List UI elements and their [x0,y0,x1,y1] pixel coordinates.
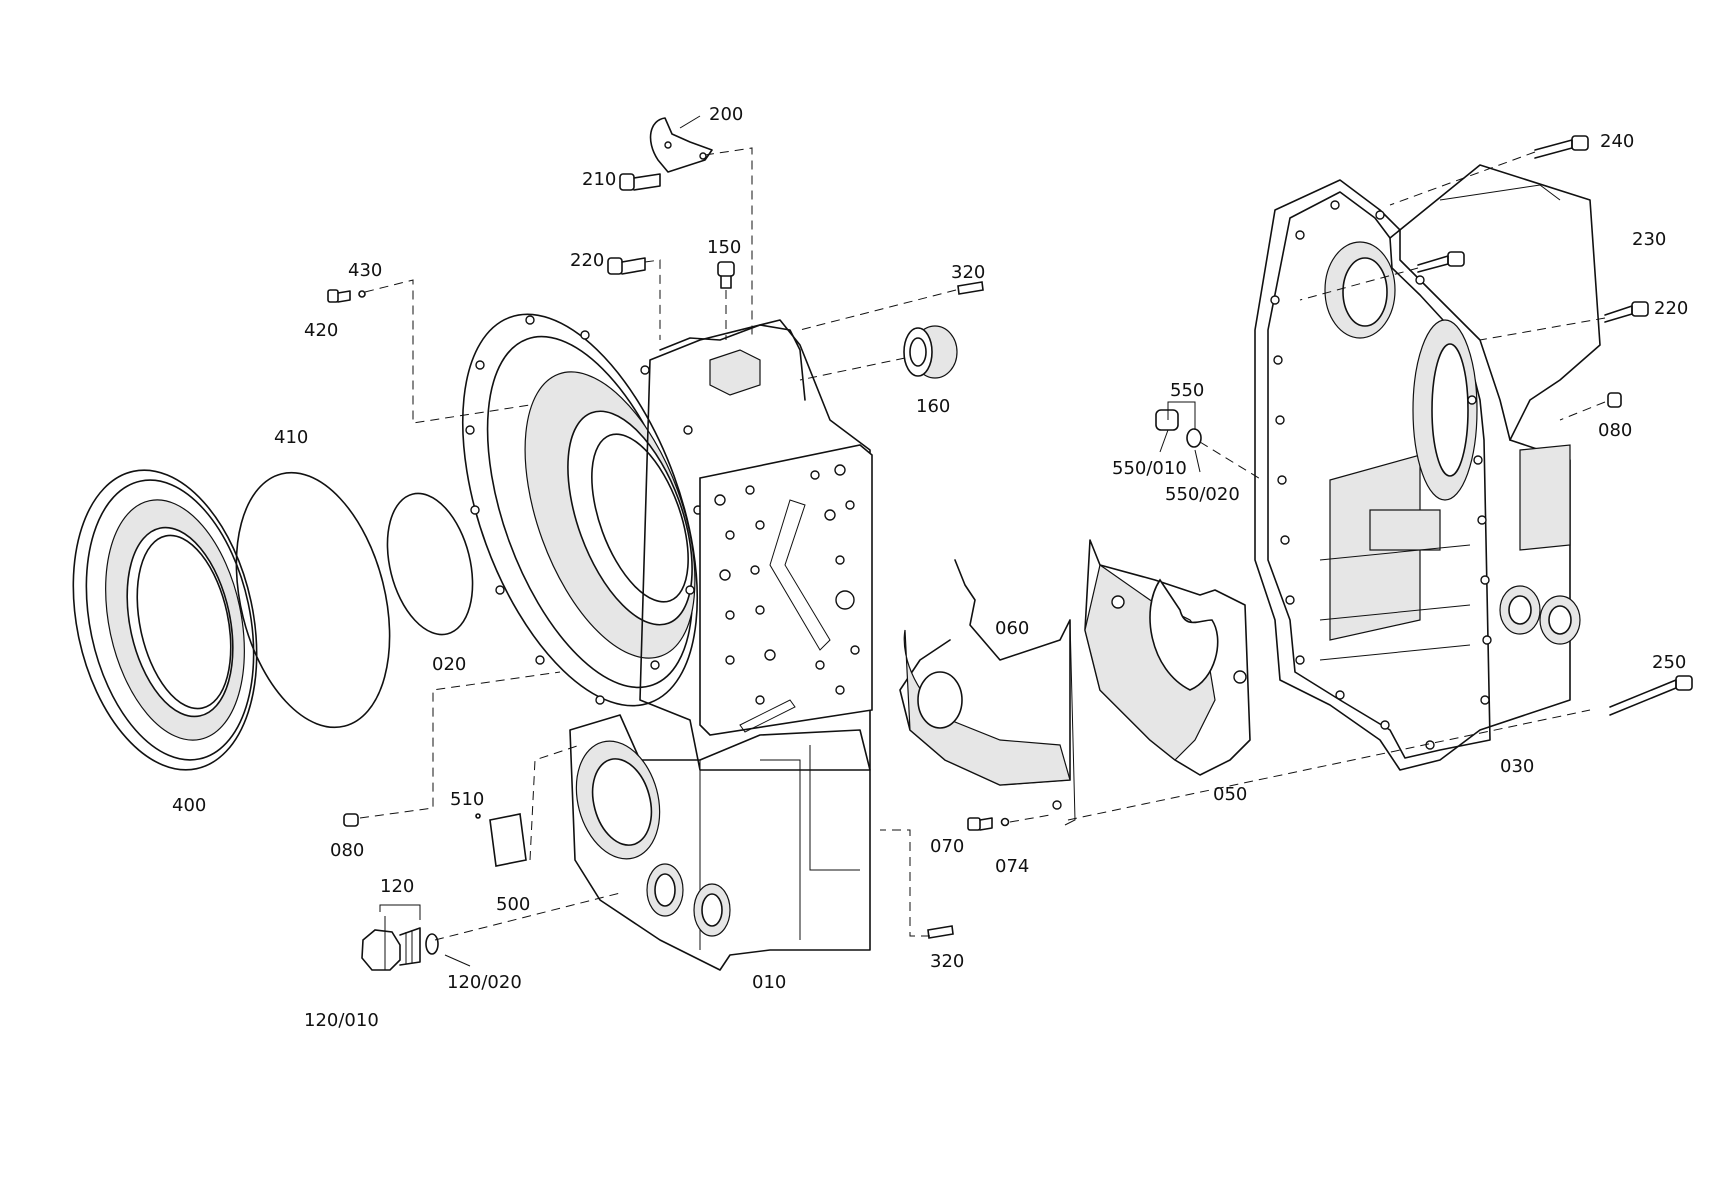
label-320-top: 320 [951,262,985,283]
part-020-o-ring [386,492,474,636]
part-080-plug-left [343,813,359,827]
label-410: 410 [274,427,308,448]
leader-lines [379,115,1201,970]
label-420: 420 [304,320,338,341]
label-074: 074 [995,856,1029,877]
part-320-pin-top [957,281,984,295]
part-160-bearing [903,325,958,379]
part-010-main-housing [461,313,873,971]
label-550-010: 550/010 [1112,458,1187,479]
part-030-rear-housing [1254,164,1601,771]
label-220-right: 220 [1654,298,1688,319]
label-400: 400 [172,795,206,816]
part-210-screw [619,173,661,191]
label-020: 020 [432,654,466,675]
part-080-plug-right [1607,392,1622,408]
part-150-plug [717,261,735,289]
label-070: 070 [930,836,964,857]
label-120: 120 [380,876,414,897]
label-550-020: 550/020 [1165,484,1240,505]
label-120-010: 120/010 [304,1010,379,1031]
label-230: 230 [1632,229,1666,250]
labels: 010 020 030 050 060 070 074 080 080 120 … [172,104,1688,1031]
part-050-cover [1084,539,1251,776]
label-120-020: 120/020 [447,972,522,993]
label-220-left: 220 [570,250,604,271]
part-220-screw-left [607,257,646,275]
part-320-pin-bottom [927,925,954,939]
part-060-cover [899,559,1076,826]
label-160: 160 [916,396,950,417]
label-200: 200 [709,104,743,125]
label-500: 500 [496,894,530,915]
part-420-430-screw-washer [327,289,366,303]
part-410-o-ring [235,471,391,729]
part-550-plug-assembly [1155,409,1202,448]
label-060: 060 [995,618,1029,639]
label-250: 250 [1652,652,1686,673]
part-120-plug-assembly [361,927,439,971]
label-080-left: 080 [330,840,364,861]
part-240-screw [1534,135,1589,159]
label-050: 050 [1213,784,1247,805]
part-070-074-screw-washer [967,817,1010,831]
label-150: 150 [707,237,741,258]
part-200-bracket [649,117,713,173]
part-230-screw [1417,251,1465,273]
label-210: 210 [582,169,616,190]
label-010: 010 [752,972,786,993]
label-240: 240 [1600,131,1634,152]
label-550: 550 [1170,380,1204,401]
label-320-bottom: 320 [930,951,964,972]
part-400-seal-ring [72,469,258,771]
label-430: 430 [348,260,382,281]
label-080-right: 080 [1598,420,1632,441]
part-250-screw [1609,675,1693,716]
label-030: 030 [1500,756,1534,777]
part-220-screw-right [1604,301,1649,323]
label-510: 510 [450,789,484,810]
part-500-510-plate [475,813,527,867]
assembly-lines [359,147,1606,941]
